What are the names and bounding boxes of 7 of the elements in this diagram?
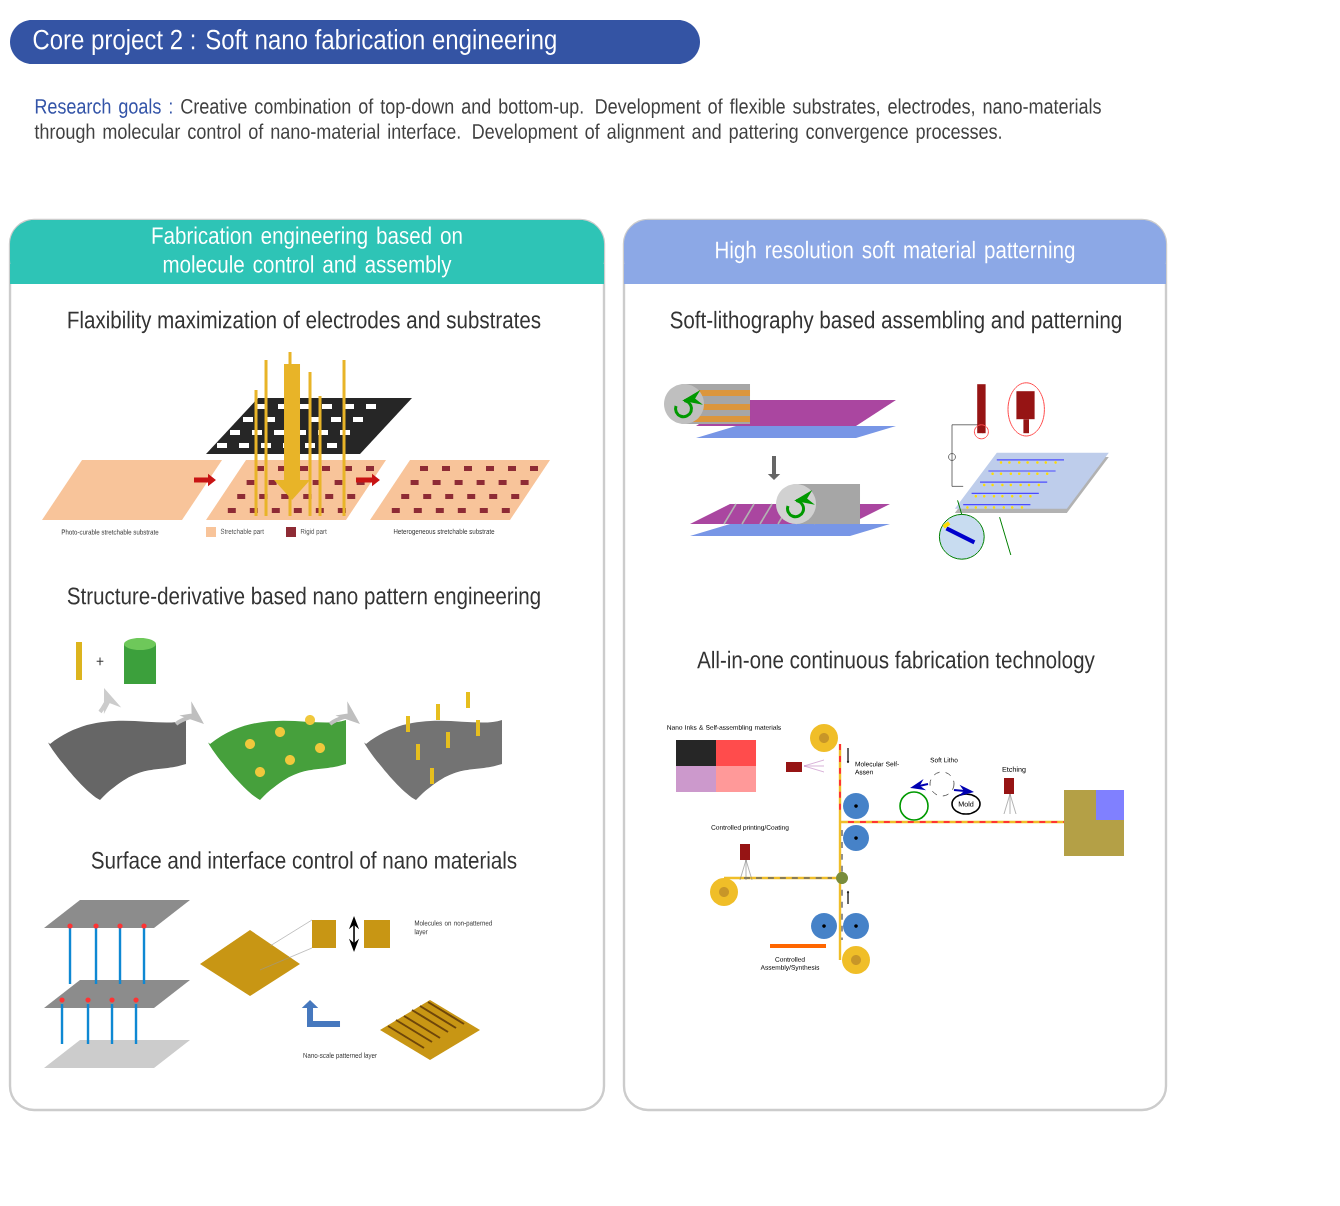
section-heading: Flaxibility maximization of electrodes and substrates bbox=[68, 310, 541, 334]
section-heading: Soft-lithography based assembling and patterning bbox=[670, 310, 1121, 334]
research-goals-text: Research goals : Creative combination of top-down and bottom-up. Development of flexible substrates, electrodes, nano-materials through molecular control of nano-material interface. Development of alignment and pattering convergence processes. bbox=[34, 98, 1101, 143]
section-heading: Structure-derivative based nano pattern engineering bbox=[67, 586, 540, 610]
section-heading: All-in-one continuous fabrication technology bbox=[697, 650, 1095, 674]
title-banner: Core project 2 : Soft nano fabrication engineering bbox=[10, 20, 700, 64]
section-heading: Surface and interface control of nano materials bbox=[91, 851, 517, 869]
